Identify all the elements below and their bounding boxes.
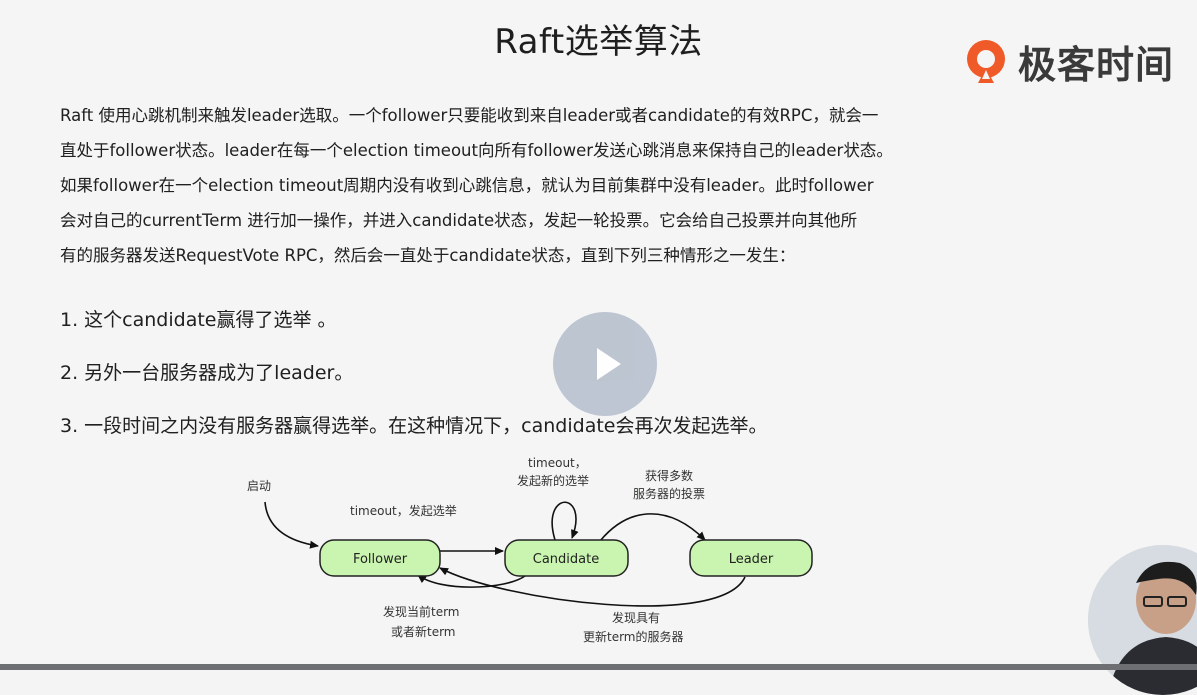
play-button[interactable]	[553, 312, 657, 416]
start-label: 启动	[247, 479, 271, 493]
paragraph-line: 会对自己的currentTerm 进行加一操作，并进入candidate状态，发…	[60, 211, 858, 230]
timeout-elect-label: timeout，发起选举	[350, 503, 457, 518]
brand-name: 极客时间	[1018, 42, 1175, 87]
self-loop-label: 发起新的选举	[517, 473, 589, 488]
follower-node	[319, 539, 441, 577]
list-item: 1. 这个candidate赢得了选举 。	[60, 309, 337, 331]
geektime-logo-icon	[967, 40, 1005, 83]
win-election-label: 获得多数	[645, 468, 693, 483]
paragraph-line: 直处于follower状态。leader在每一个election timeout…	[60, 141, 893, 160]
player-progress-bar[interactable]	[0, 664, 1197, 670]
follower-label: Follower	[353, 552, 408, 567]
body-paragraph: Raft 使用心跳机制来触发leader选取。一个follower只要能收到来自…	[60, 98, 1070, 273]
candidate-to-leader-arrow	[599, 513, 706, 542]
leader-to-follower-arrow	[439, 567, 746, 607]
brand: 极客时间	[962, 33, 1174, 89]
win-election-label: 服务器的投票	[633, 486, 705, 501]
play-icon[interactable]	[597, 348, 621, 380]
discover-term-label: 发现当前term	[383, 604, 460, 619]
list-item: 3. 一段时间之内没有服务器赢得选举。在这种情况下，candidate会再次发起…	[60, 415, 768, 437]
paragraph-line: 如果follower在一个election timeout周期内没有收到心跳信息…	[60, 176, 874, 195]
candidate-self-loop-arrow	[551, 501, 579, 541]
list-item: 2. 另外一台服务器成为了leader。	[60, 362, 354, 384]
candidate-to-follower-arrow	[417, 574, 526, 588]
paragraph-line: 有的服务器发送RequestVote RPC，然后会一直处于candidate状…	[60, 246, 796, 265]
leader-label: Leader	[729, 552, 774, 567]
candidate-label: Candidate	[533, 552, 599, 567]
self-loop-label: timeout，	[528, 456, 587, 470]
leader-node	[689, 539, 813, 577]
slide-title: Raft选举算法	[494, 22, 703, 62]
discover-server-label: 发现具有	[612, 610, 660, 625]
state-diagram: Follower Candidate Leader 启动 timeout，发起选…	[247, 456, 813, 644]
start-arrow	[264, 501, 319, 549]
candidate-node	[504, 539, 629, 577]
discover-server-label: 更新term的服务器	[583, 629, 684, 644]
paragraph-line: Raft 使用心跳机制来触发leader选取。一个follower只要能收到来自…	[60, 106, 879, 125]
slide: Raft选举算法 极客时间 Raft 使用心跳机制来触发leader选取。一个f…	[60, 22, 1197, 695]
discover-term-label: 或者新term	[391, 624, 456, 639]
